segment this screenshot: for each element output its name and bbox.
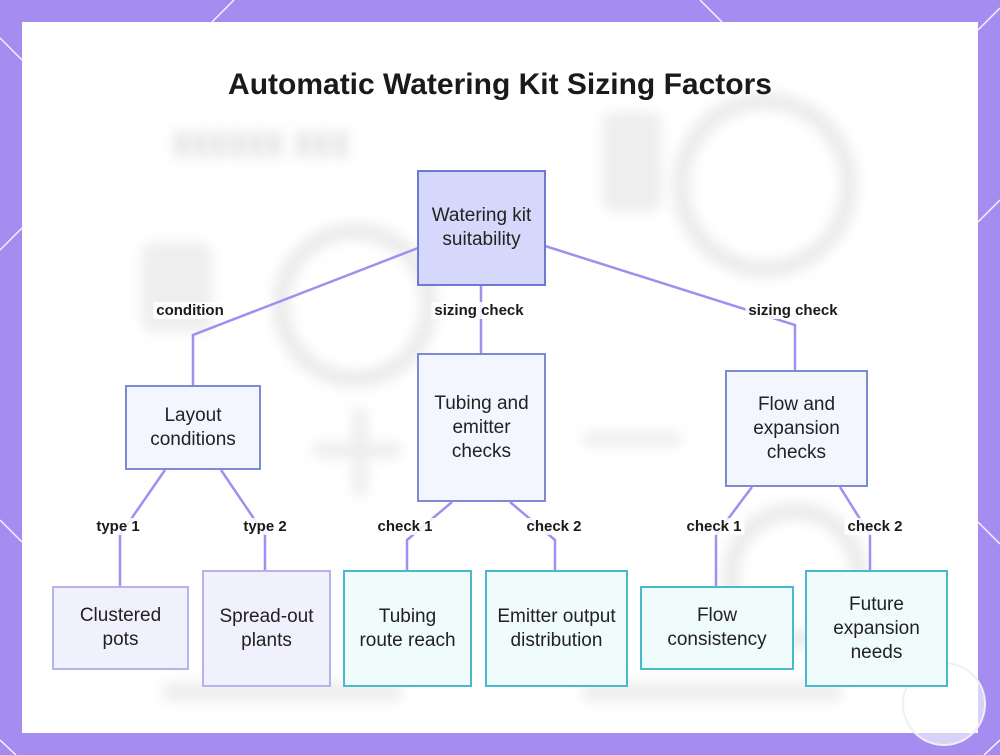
edge-label-type-1: type 1	[93, 518, 143, 535]
node-tubing-emitter-checks: Tubing and emitter checks	[417, 353, 546, 502]
node-layout-conditions: Layout conditions	[125, 385, 261, 470]
node-flow-expansion-checks: Flow and expansion checks	[725, 370, 868, 487]
edge-label-condition: condition	[153, 302, 227, 319]
node-watering-kit-suitability: Watering kit suitability	[417, 170, 546, 286]
node-future-expansion-needs: Future expansion needs	[805, 570, 948, 687]
edge-label-type-2: type 2	[240, 518, 290, 535]
node-clustered-pots: Clustered pots	[52, 586, 189, 670]
edge-label-sizing-check-tubing: sizing check	[431, 302, 527, 319]
edge-label-check-1-tubing: check 1	[374, 518, 436, 535]
edge-label-check-1-flow: check 1	[683, 518, 745, 535]
node-spread-out-plants: Spread-out plants	[202, 570, 331, 687]
edge-label-check-2-tubing: check 2	[523, 518, 585, 535]
edge-label-check-2-flow: check 2	[844, 518, 906, 535]
node-flow-consistency: Flow consistency	[640, 586, 794, 670]
diagram-title: Automatic Watering Kit Sizing Factors	[228, 68, 772, 101]
edge-label-sizing-check-flow: sizing check	[745, 302, 841, 319]
node-emitter-output-distribution: Emitter output distribution	[485, 570, 628, 687]
node-tubing-route-reach: Tubing route reach	[343, 570, 472, 687]
